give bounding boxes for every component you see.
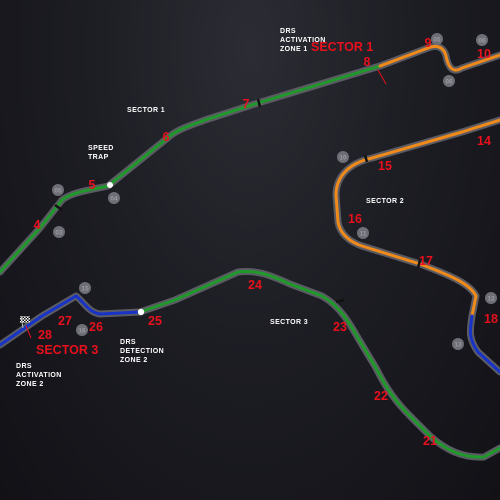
turn-label: 17 xyxy=(419,254,433,268)
turn-label: 18 xyxy=(484,312,498,326)
sector-2-label: SECTOR 2 xyxy=(366,198,404,205)
drs-zone-2-line: DRS xyxy=(16,363,32,370)
turn-label: 6 xyxy=(163,130,170,144)
speed-trap-dot-icon xyxy=(107,182,113,188)
turn-label: 5 xyxy=(89,178,96,192)
drs-zone-1-line: DRS xyxy=(280,28,296,35)
turn-label: 28 xyxy=(38,328,52,342)
turn-label: 4 xyxy=(34,218,41,232)
turn-label: 22 xyxy=(374,389,388,403)
marker-circle xyxy=(53,226,65,238)
marker-number: 16 xyxy=(78,328,86,335)
marker-circle xyxy=(52,184,64,196)
sector-2-line xyxy=(334,118,500,318)
marker-circle xyxy=(79,282,91,294)
turn-label: 27 xyxy=(58,314,72,328)
finish-line xyxy=(25,325,32,339)
marker-number: 15 xyxy=(81,286,89,293)
divider-tick xyxy=(256,98,262,108)
turn-label: 7 xyxy=(243,97,250,111)
marker-number: 12 xyxy=(487,296,495,303)
marker-number: 13 xyxy=(454,342,462,349)
turn-label: 8 xyxy=(364,55,371,69)
turn-label: 23 xyxy=(333,320,347,334)
drs-activation-zone-2: DRS ACTIVATION ZONE 2 xyxy=(16,363,62,388)
marker-number: 03 xyxy=(55,230,63,237)
marker-circle xyxy=(337,151,349,163)
divider-tick xyxy=(54,203,63,212)
marker-number: 06 xyxy=(478,38,486,45)
drs-detection-line: DETECTION xyxy=(120,348,164,355)
detection-dot-icon xyxy=(137,308,145,316)
marker-circle xyxy=(476,34,488,46)
drs-zone-2-line xyxy=(0,294,142,347)
sector-1-line xyxy=(0,64,382,274)
speed-trap-label: SPEED TRAP xyxy=(88,145,114,161)
drs-zone-1-line: ACTIVATION xyxy=(280,37,326,44)
drs-zone-2-line: ACTIVATION xyxy=(16,372,62,379)
marker-circle xyxy=(485,292,497,304)
drs-activation-zone-1: DRS ACTIVATION ZONE 1 xyxy=(280,28,326,53)
speed-trap-line: SPEED xyxy=(88,145,114,152)
sector-3-label: SECTOR 3 xyxy=(270,319,308,326)
chequered-flag-icon xyxy=(20,315,30,329)
marker-number: 10 xyxy=(339,155,347,162)
marker-number: 04 xyxy=(110,196,118,203)
sector-1-orange-line xyxy=(378,44,500,72)
marker-number: 05 xyxy=(433,37,441,44)
drs-detection-line: ZONE 2 xyxy=(120,357,148,364)
marker-circle xyxy=(76,324,88,336)
divider-tick xyxy=(363,154,369,163)
turn-label: 26 xyxy=(89,320,103,334)
turn-label: 14 xyxy=(477,134,491,148)
drs-zone-right xyxy=(468,314,500,374)
divider-tick xyxy=(416,259,422,269)
track-base-main xyxy=(0,42,500,276)
marker-circle xyxy=(431,33,443,45)
turn-label: 21 xyxy=(423,434,437,448)
sector-1-label: SECTOR 1 xyxy=(127,107,165,114)
turn-label: 25 xyxy=(148,314,162,328)
marker-number: 11 xyxy=(360,231,367,238)
turn-label: 24 xyxy=(248,278,262,292)
marker-circle xyxy=(108,192,120,204)
drs-detection-zone-2: DRS DETECTION ZONE 2 xyxy=(120,339,164,364)
sector-3-headline: SECTOR 3 xyxy=(36,343,98,357)
marker-number: 06 xyxy=(445,79,453,86)
drs-zone-2-line: ZONE 2 xyxy=(16,381,44,388)
drs-detection-line: DRS xyxy=(120,339,136,346)
turn-label: 10 xyxy=(477,47,491,61)
turn-label: 16 xyxy=(348,212,362,226)
sector-3-line xyxy=(138,270,500,459)
marker-circle xyxy=(452,338,464,350)
marker-circle xyxy=(357,227,369,239)
sector-1-headline: SECTOR 1 xyxy=(311,40,373,54)
divider-tick xyxy=(335,298,345,304)
turn-label: 9 xyxy=(425,36,432,50)
speed-trap-line: TRAP xyxy=(88,154,109,161)
marker-circle xyxy=(443,75,455,87)
turn-label: 15 xyxy=(378,159,392,173)
drs-zone-1-line: ZONE 1 xyxy=(280,46,308,53)
sector-1-boundary xyxy=(377,69,387,85)
marker-number: 05 xyxy=(54,188,62,195)
